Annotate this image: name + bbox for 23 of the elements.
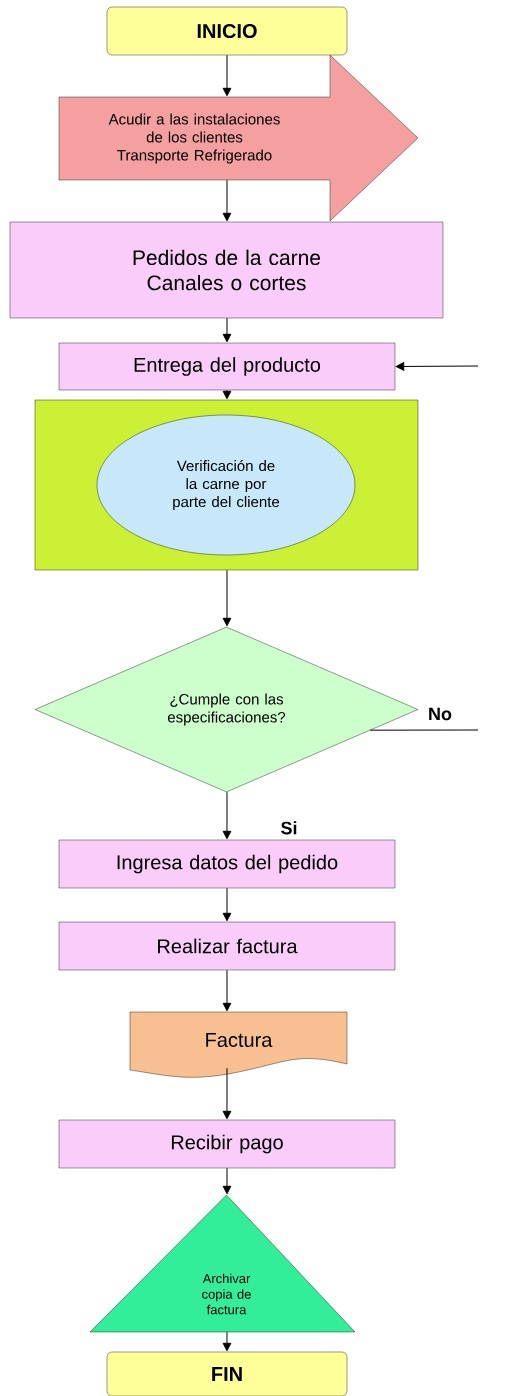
arrow [222, 791, 232, 840]
process-box: Pedidos de la carne Canales o cortes [9, 221, 444, 319]
edge-label: No [427, 706, 453, 722]
arrow [222, 569, 232, 627]
arrow [395, 362, 479, 371]
arrow [222, 54, 232, 97]
process-box: Realizar factura [58, 921, 396, 971]
process-box: Recibir pago [58, 1119, 396, 1169]
end-box: FIN [106, 1351, 348, 1396]
arrow [222, 179, 232, 222]
arrow-shape-box: Acudir a las instalaciones de los clientes Transporte Refrigerado [58, 54, 419, 222]
arrow [222, 969, 232, 1012]
arrow [222, 1067, 232, 1120]
archive-triangle: Archivar copia de factura [89, 1194, 356, 1333]
arrow [222, 887, 232, 922]
arrow [222, 1167, 232, 1195]
arrow [222, 317, 232, 343]
arrow [222, 389, 232, 400]
process-box: Ingresa datos del pedido [58, 839, 396, 889]
arrow [222, 1331, 232, 1352]
process-box: Entrega del producto [58, 342, 396, 391]
edge-label: Si [279, 820, 299, 836]
start-box: INICIO [106, 6, 348, 56]
